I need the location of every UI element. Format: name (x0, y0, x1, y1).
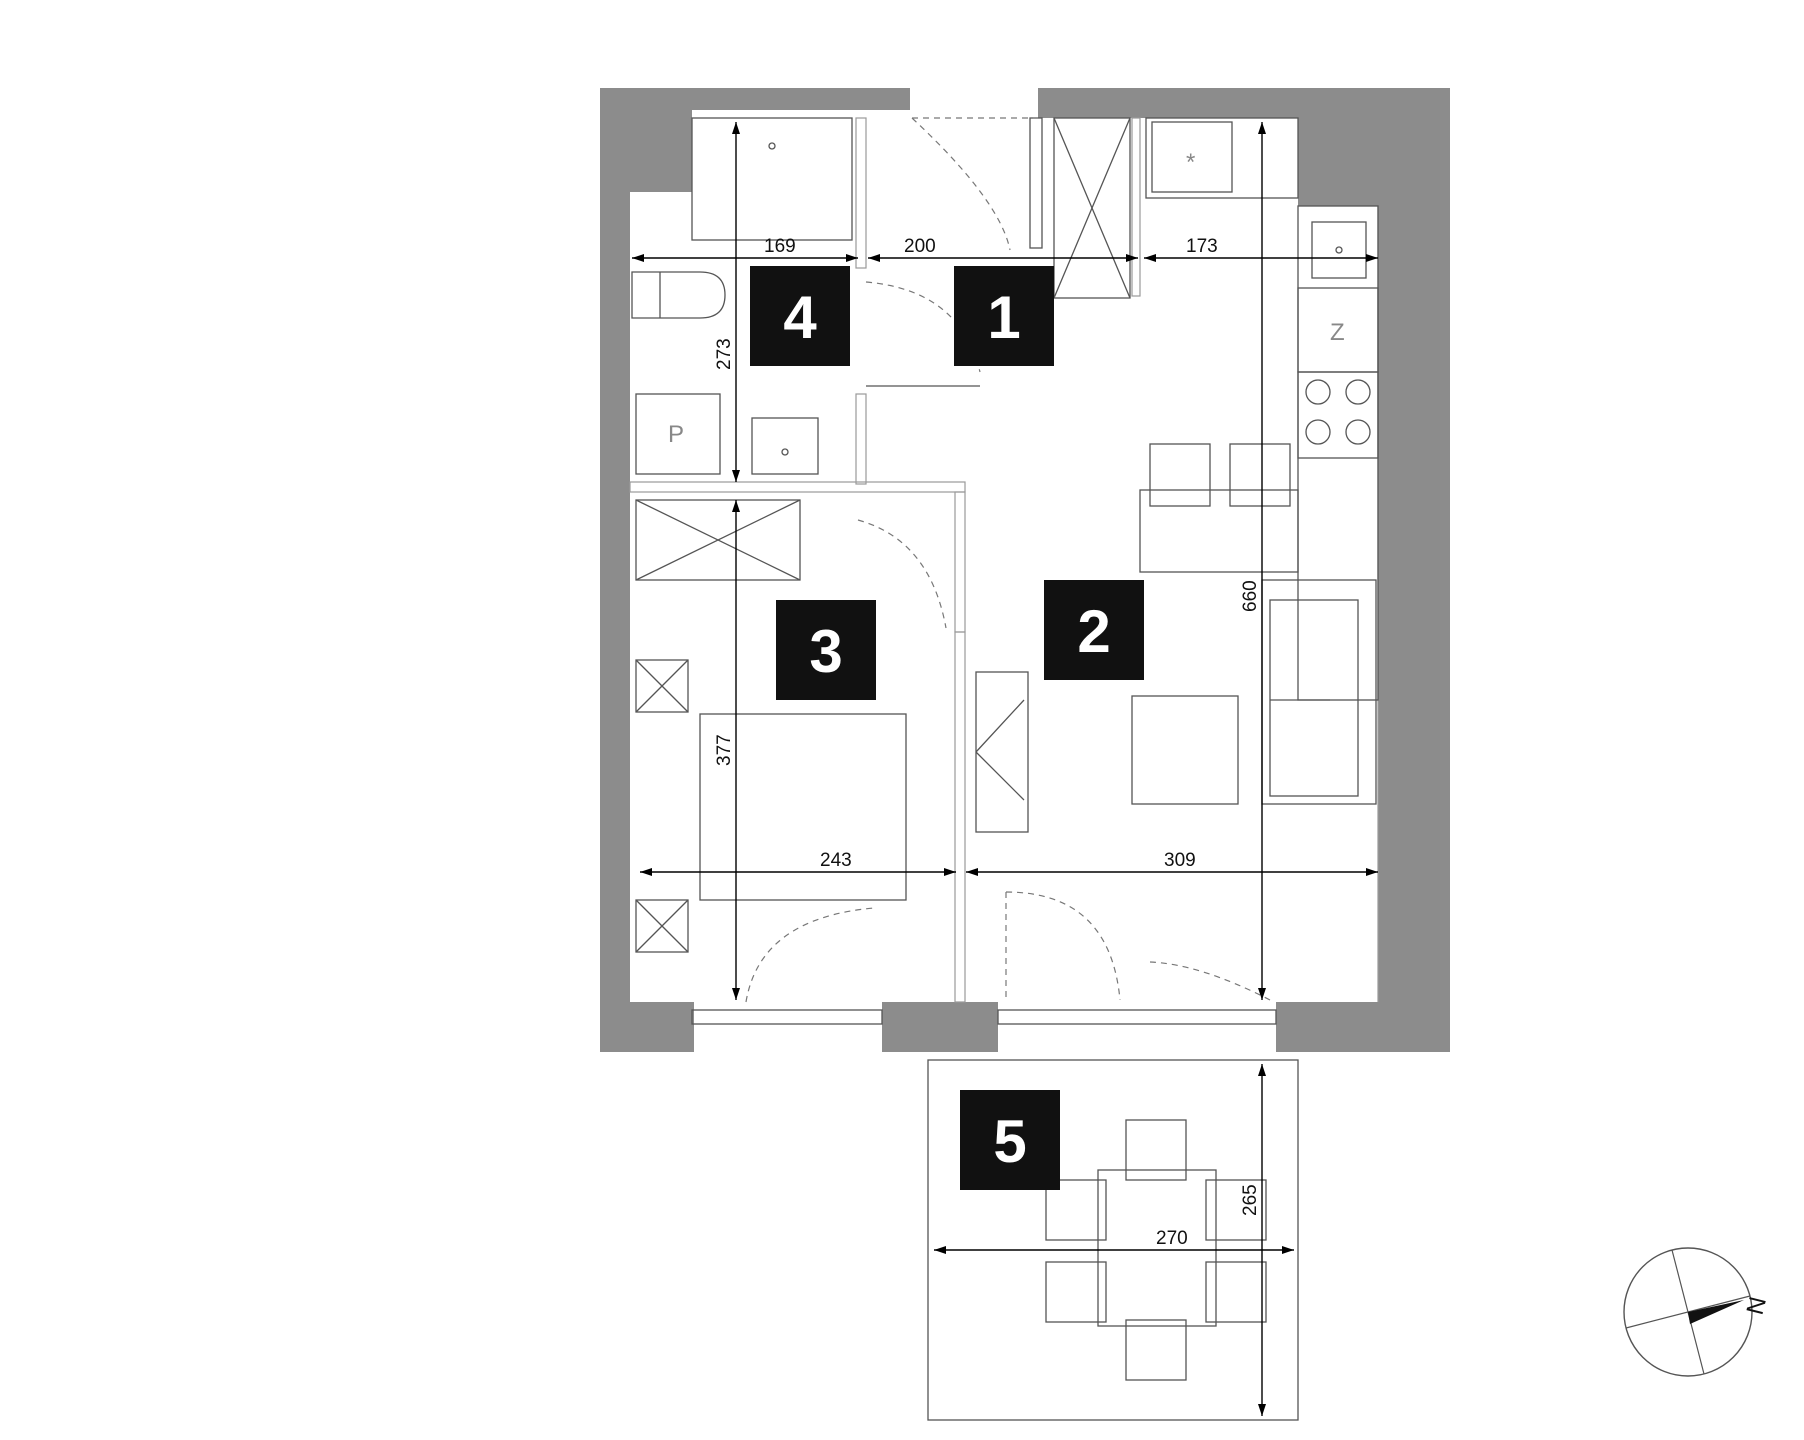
dim-bedroom-depth: 377 (714, 734, 735, 766)
bed (699, 713, 907, 901)
bedroom-door (857, 519, 947, 629)
chair (1125, 1319, 1187, 1381)
bathroom-fixtures: P (631, 117, 853, 475)
room-badge-1[interactable]: 1 (954, 266, 1054, 366)
dining-table (1139, 489, 1299, 573)
nightstand (635, 899, 689, 953)
wall-bath-bedroom (629, 481, 966, 493)
kitchen-side-sink (1311, 221, 1367, 279)
washing-machine (635, 393, 721, 475)
kitchen-counter-side (1297, 205, 1379, 701)
living-window (997, 1009, 1277, 1025)
chair (1229, 443, 1291, 507)
coffee-table (1131, 695, 1239, 805)
room-number-4: 4 (783, 284, 817, 351)
room-badges: 1 2 3 4 5 (750, 266, 1144, 1190)
north-letter: N (1742, 1294, 1772, 1317)
wardrobe (635, 499, 801, 581)
dim-living-depth: 660 (1240, 580, 1261, 612)
chair (1125, 1119, 1187, 1181)
wall-bath-lower (855, 393, 867, 485)
chair (1045, 1261, 1107, 1323)
toilet (631, 271, 726, 319)
entrance-door (911, 117, 1011, 251)
dim-balcony-depth: 265 (1240, 1184, 1261, 1216)
kitchen-counter-top (1145, 117, 1299, 199)
wall-top-right-block (1298, 118, 1450, 206)
sofa (1261, 579, 1377, 805)
interior-walls (629, 117, 1379, 1003)
fridge-letter: Z (1330, 319, 1345, 346)
washer-letter: P (668, 421, 684, 448)
chair (1149, 443, 1211, 507)
dim-kitchen-width: 173 (1186, 236, 1218, 257)
room-badge-3[interactable]: 3 (776, 600, 876, 700)
dim-hall-width: 200 (904, 236, 936, 257)
wall-bottom-left (600, 1002, 694, 1052)
tv-cabinet (975, 671, 1029, 833)
balcony-door (1005, 891, 1121, 1001)
bathroom-door (865, 281, 981, 373)
kitchen-sink (1151, 121, 1233, 193)
svg-text:*: * (1186, 149, 1195, 176)
wall-top-right (1038, 88, 1450, 118)
wall-bath-upper (855, 117, 867, 269)
dim-balcony-width: 270 (1156, 1228, 1188, 1249)
room-badge-5[interactable]: 5 (960, 1090, 1060, 1190)
wall-bottom-right (1276, 1002, 1450, 1052)
dim-bath-depth: 273 (714, 338, 735, 370)
cooktop (1297, 371, 1379, 459)
room-number-2: 2 (1077, 598, 1110, 665)
dim-bedroom-width: 243 (820, 850, 852, 871)
room-number-5: 5 (993, 1108, 1026, 1175)
wall-top-left (600, 88, 910, 110)
hall-fixtures (865, 117, 1131, 387)
wall-bedroom-lower (954, 631, 966, 1003)
exterior-walls (600, 88, 1450, 1052)
bathroom-sink (751, 417, 819, 475)
room-badge-4[interactable]: 4 (750, 266, 850, 366)
wall-bedroom-upper (954, 491, 966, 633)
chair (1205, 1261, 1267, 1323)
room-number-1: 1 (987, 284, 1020, 351)
balcony-outline (927, 1059, 1299, 1421)
hall-wardrobe (1053, 117, 1131, 299)
dim-living-width: 309 (1164, 850, 1196, 871)
wall-left (600, 88, 630, 1052)
chair (1205, 1179, 1267, 1241)
shower-tray (691, 117, 853, 241)
room-badge-2[interactable]: 2 (1044, 580, 1144, 680)
dimension-lines (632, 122, 1378, 1416)
wall-right (1378, 206, 1450, 1052)
dimension-labels: 169 200 173 273 660 377 243 309 270 265 (714, 236, 1261, 1249)
bedroom-fixtures (635, 499, 947, 1025)
wall-bottom-mid (882, 1002, 998, 1052)
wall-top-left-block (630, 110, 692, 192)
chair (1045, 1179, 1107, 1241)
nightstand (635, 659, 689, 713)
wall-kitchen-partition (1131, 117, 1141, 297)
bedroom-window (691, 1009, 883, 1025)
room-number-3: 3 (809, 618, 842, 685)
living-fixtures (975, 579, 1377, 1025)
dim-bath-width: 169 (764, 236, 796, 257)
compass-icon: N (1623, 1247, 1772, 1377)
